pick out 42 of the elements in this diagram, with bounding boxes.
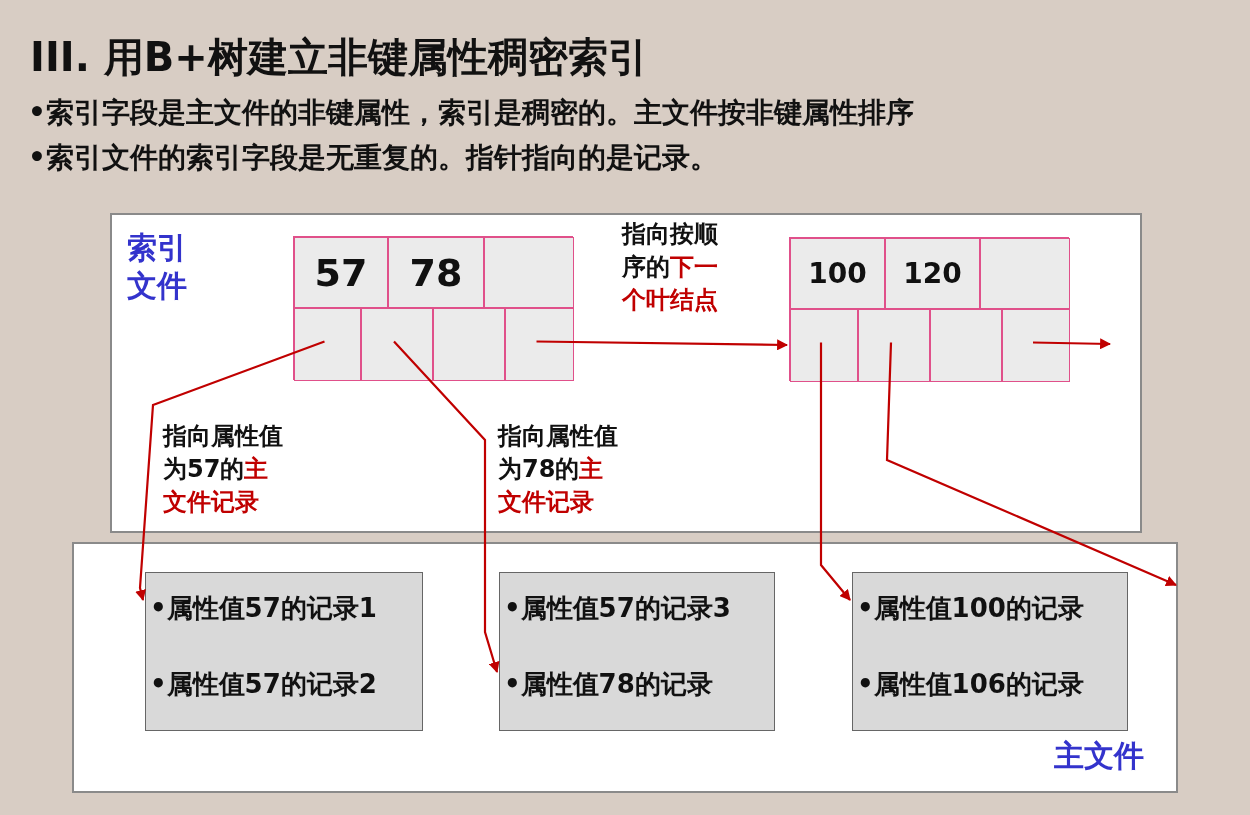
panel-title: 主文件 xyxy=(1054,737,1144,775)
key-cell xyxy=(980,238,1070,309)
key-cell xyxy=(388,237,484,308)
record-text: •属性值57的记录2 xyxy=(150,668,377,701)
record-text: •属性值100的记录 xyxy=(857,592,1084,625)
key-cell xyxy=(885,238,980,309)
pointer-cell xyxy=(505,308,574,381)
key-value: 57 xyxy=(313,249,369,297)
record-box xyxy=(145,572,423,731)
key-value: 120 xyxy=(902,256,963,292)
pointer-cell xyxy=(433,308,505,381)
arrow xyxy=(885,342,1177,587)
key-cell xyxy=(790,238,885,309)
arrow xyxy=(536,339,789,351)
bullet-text: •索引文件的索引字段是无重复的。指针指向的是记录。 xyxy=(28,140,718,176)
key-cell xyxy=(294,237,388,308)
key-cell xyxy=(484,237,574,308)
pointer-cell xyxy=(858,309,930,382)
record-text: •属性值78的记录 xyxy=(504,668,713,701)
record-text: •属性值57的记录3 xyxy=(504,592,731,625)
leaf-node-box xyxy=(789,237,1069,381)
record-text: •属性值106的记录 xyxy=(857,668,1084,701)
pointer-cell xyxy=(294,308,361,381)
arrow xyxy=(1032,338,1112,350)
panel xyxy=(72,542,1178,793)
record-box xyxy=(499,572,775,731)
pointer-cell xyxy=(1002,309,1070,382)
arrow xyxy=(393,340,500,674)
record-box xyxy=(852,572,1128,731)
bullet-text: •索引字段是主文件的非键属性，索引是稠密的。主文件按非键属性排序 xyxy=(28,95,914,131)
slide-title: III. 用B+树建立非键属性稠密索引 xyxy=(30,33,648,82)
panel xyxy=(110,213,1142,533)
arrow xyxy=(135,340,325,602)
pointer-cell xyxy=(361,308,433,381)
panel-title: 索引文件 xyxy=(127,229,188,305)
leaf-node-box xyxy=(293,236,573,380)
key-value: 78 xyxy=(408,249,464,297)
record-text: •属性值57的记录1 xyxy=(150,592,377,625)
arrow xyxy=(819,342,851,601)
key-value: 100 xyxy=(807,256,868,292)
pointer-cell xyxy=(790,309,858,382)
pointer-cell xyxy=(930,309,1002,382)
